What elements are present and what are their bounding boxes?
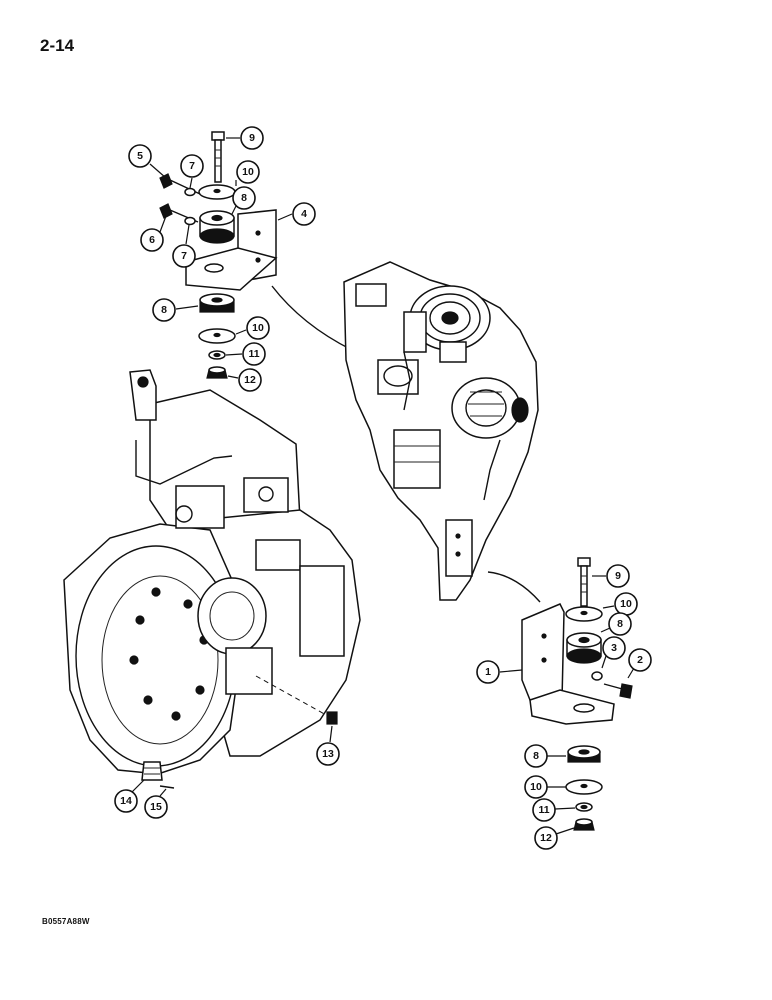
callout-upper-7b: 7 — [172, 224, 196, 268]
callout-label: 10 — [620, 598, 632, 610]
callout-label: 13 — [322, 748, 334, 760]
upper-bracket-4-part — [185, 209, 278, 291]
callout-lower-8a: 8 — [600, 612, 632, 636]
engine-flywheel-housing-view — [63, 369, 361, 789]
callout-housing-15: 15 — [144, 788, 168, 819]
lower-bracket-1-part — [521, 603, 615, 725]
callout-upper-8a: 8 — [231, 186, 256, 215]
upper-isolator-8-part — [199, 210, 235, 244]
callout-label: 6 — [149, 234, 155, 246]
callout-lower-10a: 10 — [602, 592, 638, 616]
callout-label: 10 — [252, 322, 264, 334]
page-number: 2-14 — [40, 36, 75, 55]
callout-lower-12: 12 — [534, 826, 575, 850]
callout-label: 3 — [611, 642, 617, 654]
callout-upper-11: 11 — [225, 342, 266, 366]
lower-mount-assembly — [521, 557, 633, 831]
lower-lockwasher-3-part — [591, 671, 603, 681]
callout-label: 11 — [248, 348, 259, 360]
callout-label: 8 — [617, 618, 623, 630]
lower-isolator-8-part — [566, 632, 602, 664]
lower-bolt-9-part — [577, 557, 591, 607]
callout-upper-9: 9 — [226, 126, 264, 150]
upper-lower-isolator-8-part — [199, 293, 235, 313]
callout-upper-6: 6 — [140, 215, 167, 252]
callout-lower-3: 3 — [601, 636, 626, 669]
lower-lower-isolator-8-part — [567, 745, 601, 763]
upper-lockwasher-7-part — [184, 187, 196, 197]
callout-label: 14 — [120, 795, 132, 807]
callout-upper-10b: 10 — [235, 316, 270, 340]
callout-upper-7a: 7 — [180, 154, 204, 189]
callout-housing-13: 13 — [316, 725, 340, 766]
callout-label: 1 — [485, 666, 491, 678]
callout-label: 4 — [301, 208, 307, 220]
callout-label: 5 — [137, 150, 143, 162]
callout-lower-9: 9 — [592, 564, 630, 588]
callout-label: 11 — [538, 804, 549, 816]
callout-label: 2 — [637, 654, 643, 666]
callout-lower-11: 11 — [532, 798, 576, 822]
callout-lower-10b: 10 — [524, 775, 566, 799]
callout-upper-4: 4 — [277, 202, 316, 226]
callout-label: 8 — [241, 192, 247, 204]
figure-code: B0557A88W — [42, 917, 90, 926]
drain-plug-14-part — [141, 761, 163, 781]
callout-upper-8b: 8 — [152, 298, 199, 322]
lower-bolt-2-part — [603, 683, 633, 699]
callout-upper-12: 12 — [227, 368, 262, 392]
callout-lower-8b: 8 — [524, 744, 566, 768]
callout-lower-1: 1 — [476, 660, 523, 684]
callout-label: 10 — [242, 166, 254, 178]
callout-housing-14: 14 — [114, 779, 145, 813]
callout-label: 7 — [181, 250, 187, 262]
lower-lockwasher-7-part — [184, 216, 196, 226]
plug-13-part — [326, 711, 338, 725]
callout-label: 7 — [189, 160, 195, 172]
washer-15-part — [159, 785, 175, 789]
callout-label: 9 — [615, 570, 621, 582]
upper-mount-assembly — [159, 131, 353, 379]
callout-label: 8 — [161, 304, 167, 316]
upper-bolt-9-part — [211, 131, 225, 183]
callout-upper-10a: 10 — [235, 160, 260, 186]
callout-upper-5: 5 — [128, 144, 167, 179]
callout-label: 12 — [244, 374, 256, 386]
callout-label: 8 — [533, 750, 539, 762]
callout-label: 15 — [150, 801, 162, 813]
callout-label: 10 — [530, 781, 542, 793]
callout-label: 12 — [540, 832, 552, 844]
callout-label: 9 — [249, 132, 255, 144]
callout-lower-2: 2 — [627, 648, 652, 679]
engine-side-view — [343, 261, 541, 603]
